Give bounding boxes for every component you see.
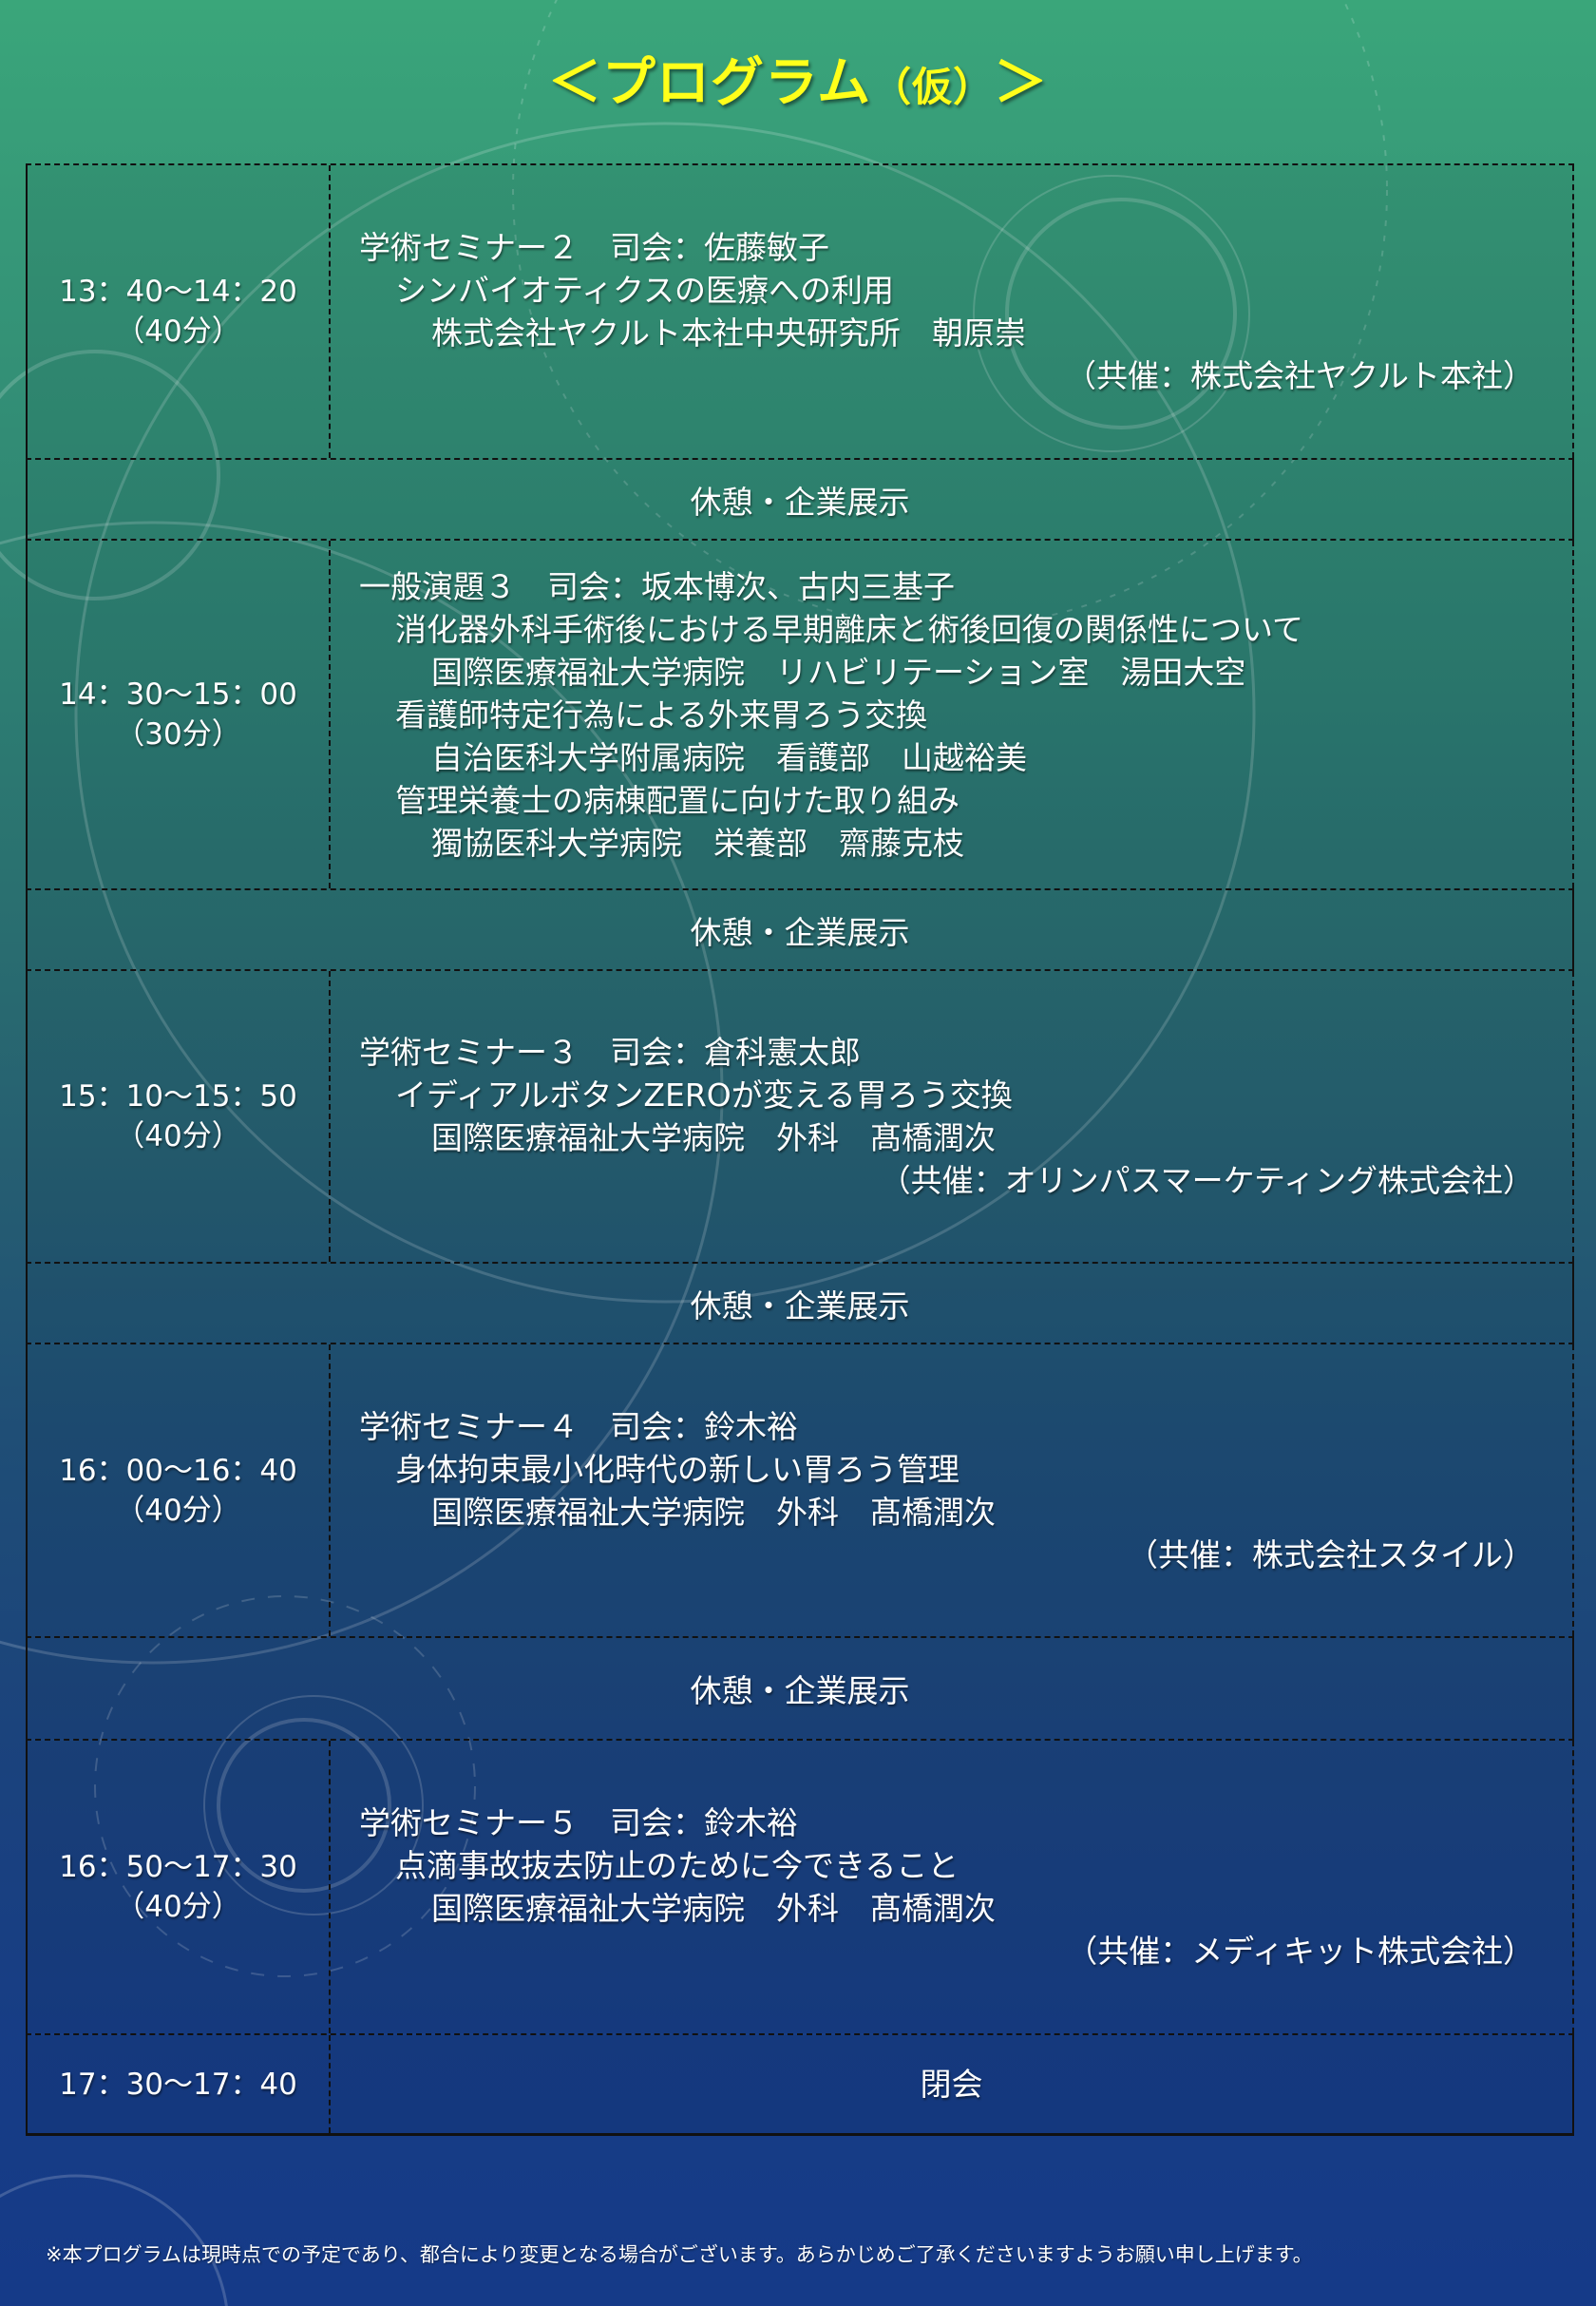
break-row: 休憩・企業展示 xyxy=(26,458,1574,539)
title-tentative: （仮） xyxy=(871,64,995,110)
break-label: 休憩・企業展示 xyxy=(690,913,910,951)
content-cell: 一般演題３ 司会：坂本博次、古内三基子 消化器外科手術後における早期離床と術後回… xyxy=(331,541,1574,888)
speaker: 国際医療福祉大学病院 外科 髙橋潤次 xyxy=(431,1119,996,1156)
sponsor: （共催：株式会社ヤクルト本社） xyxy=(1064,357,1534,394)
session-row: 15：10～15：50 （40分） 学術セミナー３ 司会：倉科憲太郎 イディアル… xyxy=(26,969,1574,1262)
content-cell: 学術セミナー４ 司会：鈴木裕 身体拘束最小化時代の新しい胃ろう管理 国際医療福祉… xyxy=(331,1344,1574,1636)
talk-title: 看護師特定行為による外来胃ろう交換 xyxy=(395,696,928,734)
session-heading: 一般演題３ 司会：坂本博次、古内三基子 xyxy=(359,567,955,605)
time-cell: 16：00～16：40 （40分） xyxy=(26,1344,331,1636)
break-label: 休憩・企業展示 xyxy=(690,483,910,521)
time-range: 14：30～15：00 xyxy=(59,677,297,712)
content-cell: 学術セミナー５ 司会：鈴木裕 点滴事故抜去防止のために今できること 国際医療福祉… xyxy=(331,1741,1574,2033)
talk-title: 身体拘束最小化時代の新しい胃ろう管理 xyxy=(395,1450,960,1488)
talk-title: 管理栄養士の病棟配置に向けた取り組み xyxy=(395,781,960,819)
footer-note: ※本プログラムは現時点での予定であり、都合により変更となる場合がございます。あら… xyxy=(46,2243,1313,2266)
talk-title: イディアルボタンZEROが変える胃ろう交換 xyxy=(395,1077,1013,1114)
session-row: 16：00～16：40 （40分） 学術セミナー４ 司会：鈴木裕 身体拘束最小化… xyxy=(26,1343,1574,1636)
time-range: 13：40～14：20 xyxy=(59,275,297,309)
speaker: 国際医療福祉大学病院 外科 髙橋潤次 xyxy=(431,1493,996,1531)
talk-title: シンバイオティクスの医療への利用 xyxy=(395,272,895,309)
session-heading: 学術セミナー３ 司会：倉科憲太郎 xyxy=(359,1034,861,1071)
speaker: 国際医療福祉大学病院 外科 髙橋潤次 xyxy=(431,1890,996,1927)
content-cell: 学術セミナー３ 司会：倉科憲太郎 イディアルボタンZEROが変える胃ろう交換 国… xyxy=(331,971,1574,1262)
speaker: 株式会社ヤクルト本社中央研究所 朝原崇 xyxy=(431,314,1027,352)
break-row: 休憩・企業展示 xyxy=(26,1636,1574,1739)
time-range: 16：00～16：40 xyxy=(59,1453,297,1488)
duration: （40分） xyxy=(115,1119,241,1153)
break-row: 休憩・企業展示 xyxy=(26,888,1574,969)
session-heading: 学術セミナー２ 司会：佐藤敏子 xyxy=(359,229,829,266)
time-range: 15：10～15：50 xyxy=(59,1079,297,1114)
time-range: 16：50～17：30 xyxy=(59,1850,297,1884)
speaker: 国際医療福祉大学病院 リハビリテーション室 湯田大空 xyxy=(431,653,1246,691)
talk-title: 点滴事故抜去防止のために今できること xyxy=(395,1847,960,1884)
program-table: 13：40～14：20 （40分） 学術セミナー２ 司会：佐藤敏子 シンバイオテ… xyxy=(26,163,1574,2136)
closing-label: 閉会 xyxy=(920,2066,983,2103)
time-cell: 14：30～15：00 （30分） xyxy=(26,541,331,888)
title-close: ＞ xyxy=(994,52,1049,114)
time-cell: 15：10～15：50 （40分） xyxy=(26,971,331,1262)
session-row: 13：40～14：20 （40分） 学術セミナー２ 司会：佐藤敏子 シンバイオテ… xyxy=(26,163,1574,458)
time-cell: 13：40～14：20 （40分） xyxy=(26,165,331,458)
duration: （40分） xyxy=(115,314,241,349)
time-cell: 17：30～17：40 xyxy=(26,2035,331,2133)
break-label: 休憩・企業展示 xyxy=(690,1286,910,1325)
duration: （30分） xyxy=(115,717,241,752)
talk-title: 消化器外科手術後における早期離床と術後回復の関係性について xyxy=(395,610,1304,648)
speaker: 自治医科大学附属病院 看護部 山越裕美 xyxy=(431,738,1027,776)
session-row: 16：50～17：30 （40分） 学術セミナー５ 司会：鈴木裕 点滴事故抜去防… xyxy=(26,1739,1574,2033)
page-title: ＜プログラム（仮）＞ xyxy=(0,40,1596,117)
break-row: 休憩・企業展示 xyxy=(26,1262,1574,1343)
duration: （40分） xyxy=(115,1493,241,1528)
sponsor: （共催：メディキット株式会社） xyxy=(1066,1933,1534,1970)
time-range: 17：30～17：40 xyxy=(59,2067,297,2102)
session-heading: 学術セミナー４ 司会：鈴木裕 xyxy=(359,1407,798,1445)
break-label: 休憩・企業展示 xyxy=(690,1672,910,1709)
time-cell: 16：50～17：30 （40分） xyxy=(26,1741,331,2033)
content-cell: 学術セミナー２ 司会：佐藤敏子 シンバイオティクスの医療への利用 株式会社ヤクル… xyxy=(331,165,1574,458)
speaker: 獨協医科大学病院 栄養部 齋藤克枝 xyxy=(431,824,964,862)
session-heading: 学術セミナー５ 司会：鈴木裕 xyxy=(359,1804,798,1841)
content-cell: 閉会 xyxy=(331,2035,1574,2133)
sponsor: （共催：オリンパスマーケティング株式会社） xyxy=(879,1162,1534,1199)
title-text: ＜プログラム xyxy=(547,52,872,114)
closing-row: 17：30～17：40 閉会 xyxy=(26,2033,1574,2136)
session-row: 14：30～15：00 （30分） 一般演題３ 司会：坂本博次、古内三基子 消化… xyxy=(26,539,1574,888)
sponsor: （共催：株式会社スタイル） xyxy=(1127,1535,1534,1573)
duration: （40分） xyxy=(115,1890,241,1924)
